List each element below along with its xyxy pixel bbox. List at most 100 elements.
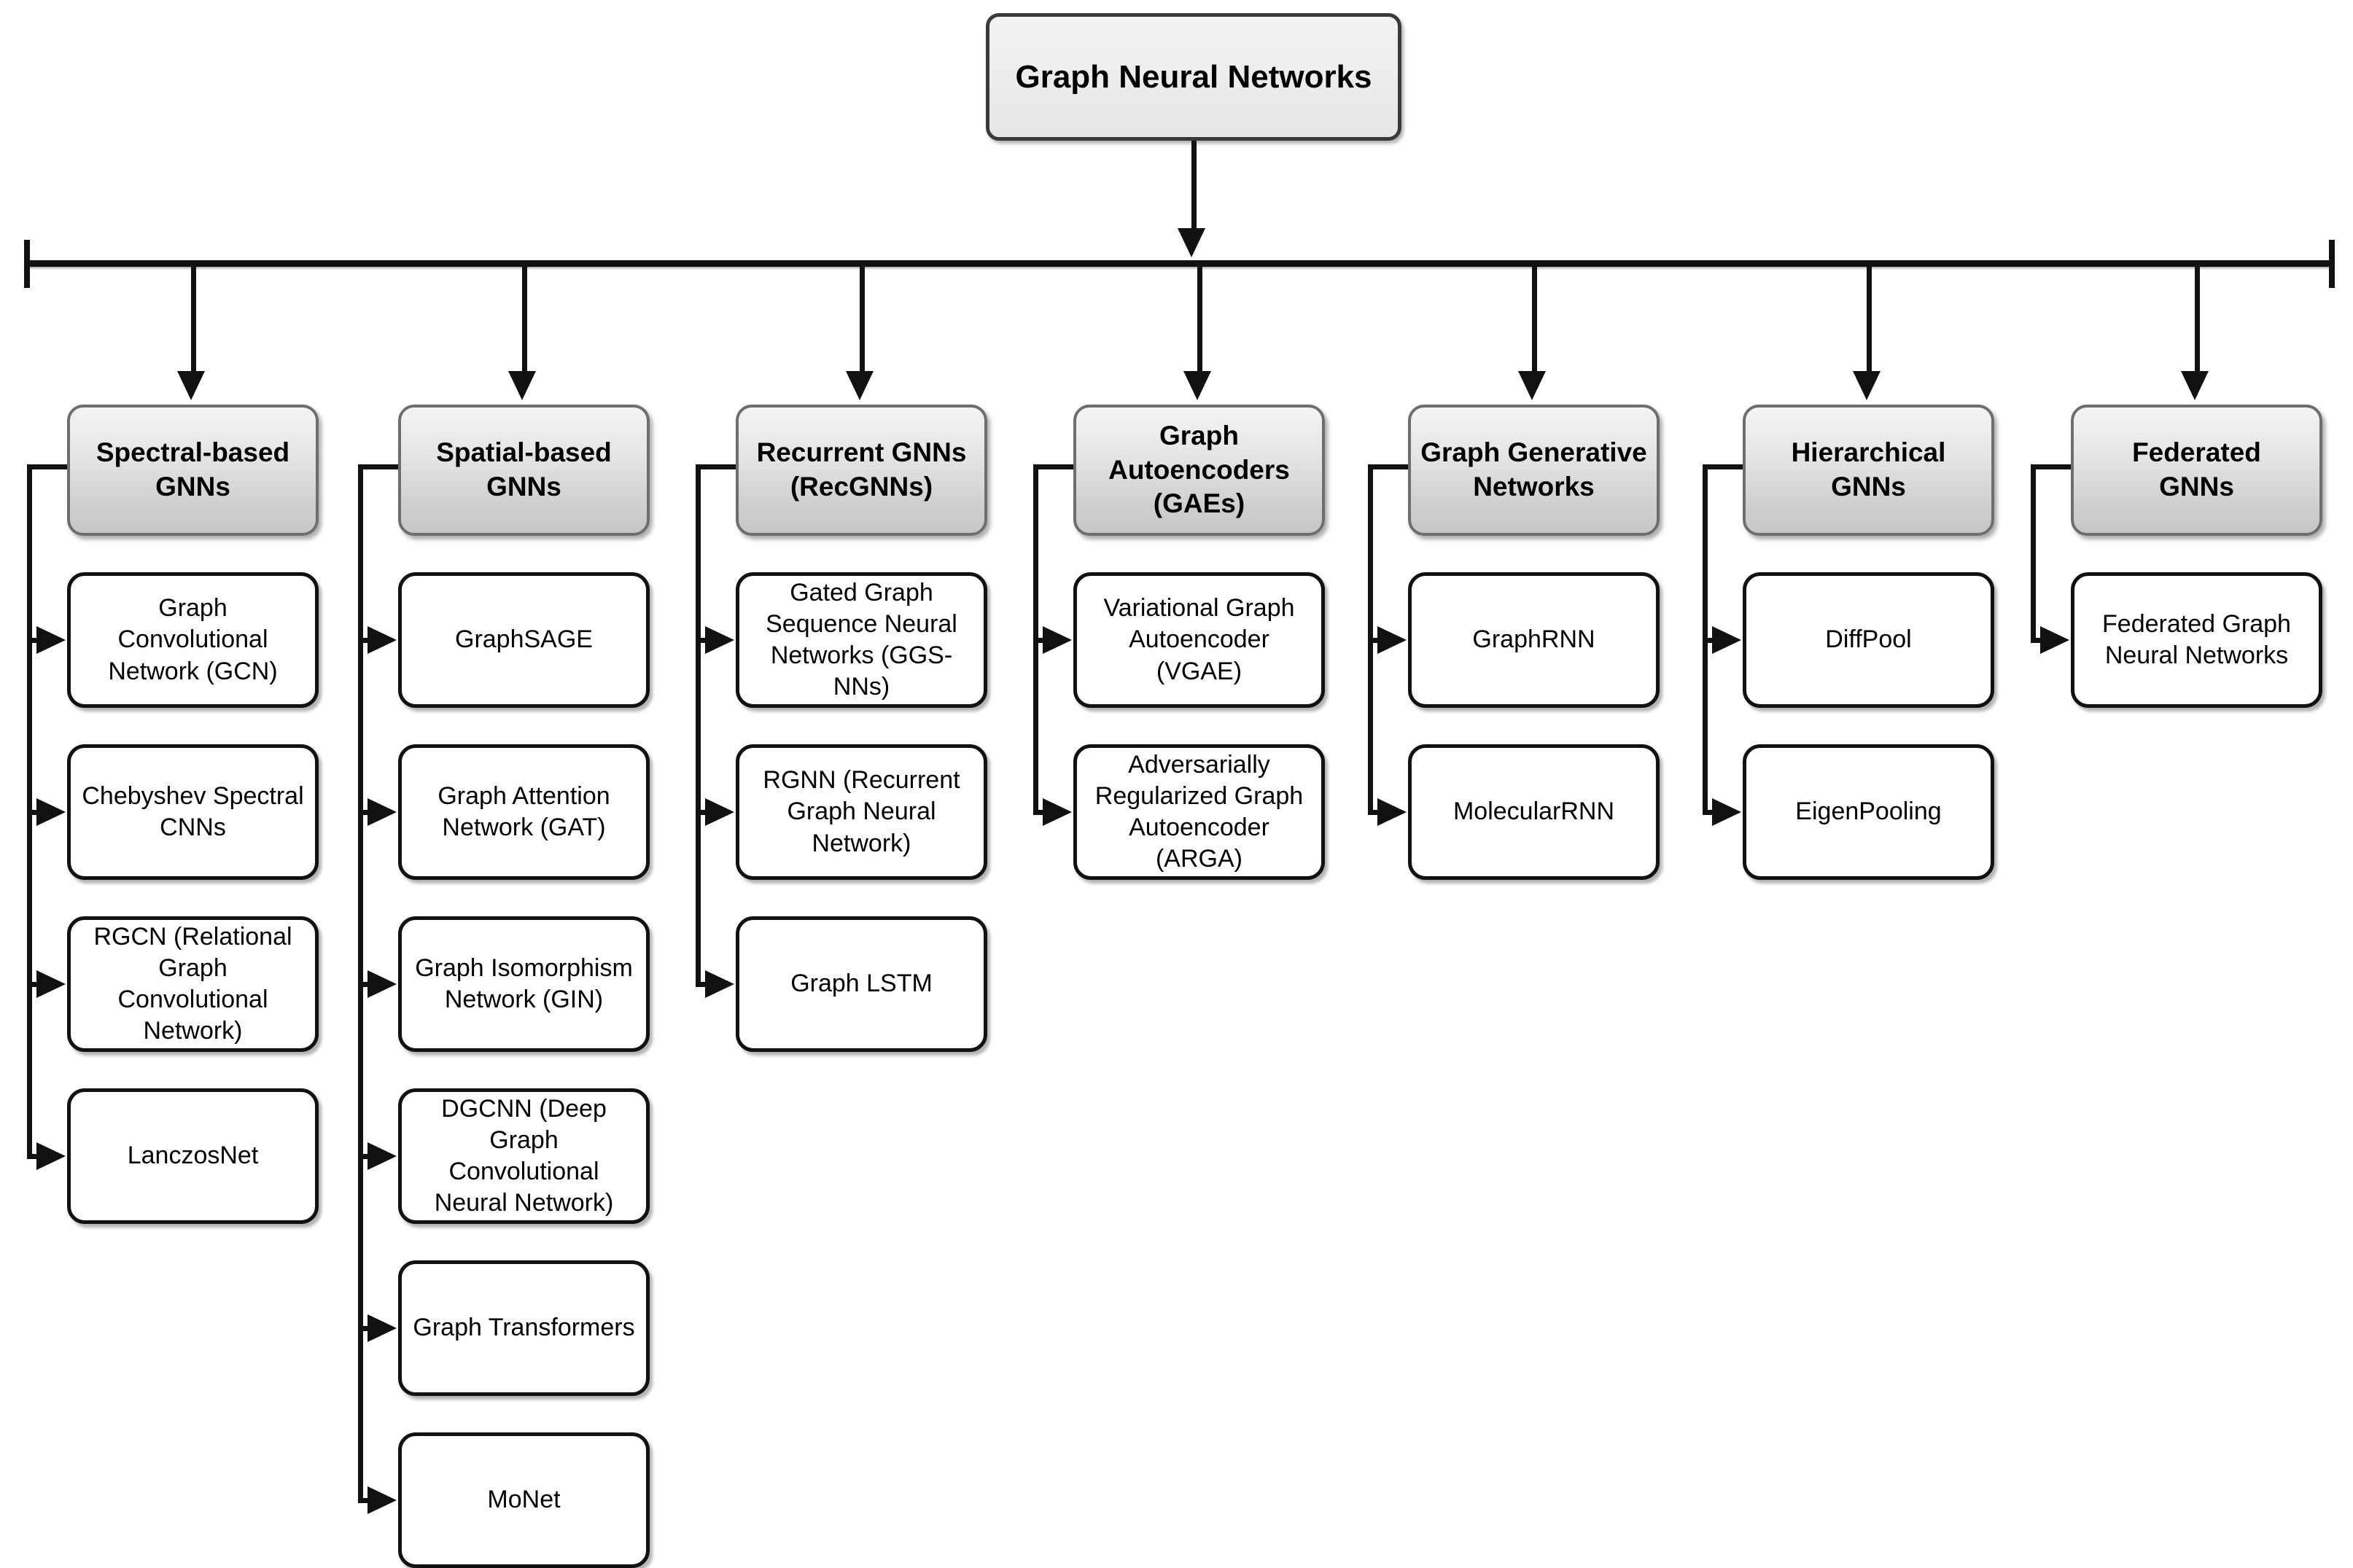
category-node-4-label: Graph Generative Networks (1420, 437, 1647, 502)
bus-to-category-connector-6 (2194, 260, 2200, 375)
category-to-leaf-connector-0-1 (27, 810, 39, 815)
leaf-node-0-3[interactable]: LanczosNet (67, 1088, 319, 1224)
category-spine-stub-5 (1703, 464, 1743, 469)
category-node-4[interactable]: Graph Generative Networks (1408, 405, 1660, 536)
leaf-node-2-0-label: Gated Graph Sequence Neural Networks (GG… (766, 578, 957, 701)
category-to-leaf-connector-6-0 (2031, 638, 2043, 643)
leaf-node-0-1[interactable]: Chebyshev Spectral CNNs (67, 744, 319, 880)
bus-to-category-arrowhead-6 (2180, 371, 2209, 400)
category-to-leaf-arrowhead-6-0 (2040, 626, 2069, 654)
leaf-node-1-4-label: Graph Transformers (413, 1314, 635, 1342)
category-to-leaf-connector-0-2 (27, 982, 39, 987)
leaf-node-0-0-label: Graph Convolutional Network (GCN) (108, 594, 278, 685)
category-bus-bar (24, 260, 2335, 267)
category-to-leaf-arrowhead-1-1 (367, 798, 397, 826)
category-node-2-label: Recurrent GNNs (RecGNNs) (756, 437, 967, 502)
category-to-leaf-arrowhead-1-2 (367, 970, 397, 998)
category-to-leaf-connector-3-1 (1033, 810, 1046, 815)
category-to-leaf-arrowhead-3-0 (1043, 626, 1072, 654)
category-node-0-label: Spectral-based GNNs (96, 437, 290, 502)
leaf-node-5-1[interactable]: EigenPooling (1743, 744, 1994, 880)
category-to-leaf-connector-1-3 (358, 1154, 370, 1159)
category-to-leaf-arrowhead-0-1 (36, 798, 66, 826)
category-to-leaf-connector-1-5 (358, 1498, 370, 1503)
leaf-node-4-0-label: GraphRNN (1472, 625, 1595, 654)
category-node-6-label: Federated GNNs (2132, 437, 2261, 502)
leaf-node-6-0-label: Federated Graph Neural Networks (2102, 609, 2291, 669)
leaf-node-5-1-label: EigenPooling (1795, 797, 1942, 826)
category-to-leaf-connector-0-3 (27, 1154, 39, 1159)
bus-to-category-connector-2 (859, 260, 865, 375)
category-to-leaf-arrowhead-0-2 (36, 970, 66, 998)
root-to-bus-connector (1191, 141, 1197, 231)
bus-to-category-connector-4 (1531, 260, 1537, 375)
category-to-leaf-arrowhead-1-5 (367, 1486, 397, 1514)
category-to-leaf-connector-5-1 (1703, 810, 1715, 815)
category-node-0[interactable]: Spectral-based GNNs (67, 405, 319, 536)
leaf-node-4-1-label: MolecularRNN (1452, 797, 1615, 826)
leaf-node-1-2-label: Graph Isomorphism Network (GIN) (415, 953, 633, 1013)
category-node-2[interactable]: Recurrent GNNs (RecGNNs) (736, 405, 987, 536)
leaf-node-1-2[interactable]: Graph Isomorphism Network (GIN) (398, 916, 650, 1052)
bus-to-category-connector-1 (521, 260, 527, 375)
leaf-node-0-0[interactable]: Graph Convolutional Network (GCN) (67, 572, 319, 708)
leaf-node-3-1[interactable]: Adversarially Regularized Graph Autoenco… (1073, 744, 1325, 880)
leaf-node-6-0[interactable]: Federated Graph Neural Networks (2071, 572, 2322, 708)
category-spine-stub-6 (2031, 464, 2071, 469)
bus-to-category-arrowhead-5 (1852, 371, 1881, 400)
root-node[interactable]: Graph Neural Networks (986, 13, 1401, 141)
category-to-leaf-connector-5-0 (1703, 638, 1715, 643)
leaf-node-1-3-label: DGCNN (Deep Graph Convolutional Neural N… (434, 1094, 614, 1217)
leaf-node-1-3[interactable]: DGCNN (Deep Graph Convolutional Neural N… (398, 1088, 650, 1224)
bus-to-category-connector-0 (190, 260, 196, 375)
category-node-3-label: Graph Autoencoders (GAEs) (1108, 420, 1290, 519)
category-node-5[interactable]: Hierarchical GNNs (1743, 405, 1994, 536)
category-to-leaf-arrowhead-0-3 (36, 1142, 66, 1170)
leaf-node-0-2[interactable]: RGCN (Relational Graph Convolutional Net… (67, 916, 319, 1052)
category-to-leaf-connector-3-0 (1033, 638, 1046, 643)
category-node-1-label: Spatial-based GNNs (436, 437, 612, 502)
category-spine-stub-0 (27, 464, 67, 469)
leaf-node-0-2-label: RGCN (Relational Graph Convolutional Net… (93, 922, 292, 1045)
category-node-6[interactable]: Federated GNNs (2071, 405, 2322, 536)
bus-to-category-connector-3 (1197, 260, 1202, 375)
category-to-leaf-arrowhead-3-1 (1043, 798, 1072, 826)
bus-to-category-arrowhead-4 (1517, 371, 1546, 400)
category-spine-stub-3 (1033, 464, 1073, 469)
category-spine-stub-2 (696, 464, 736, 469)
category-to-leaf-arrowhead-1-0 (367, 626, 397, 654)
category-to-leaf-arrowhead-4-0 (1377, 626, 1407, 654)
bus-to-category-arrowhead-0 (176, 371, 205, 400)
leaf-node-4-0[interactable]: GraphRNN (1408, 572, 1660, 708)
leaf-node-2-2[interactable]: Graph LSTM (736, 916, 987, 1052)
category-to-leaf-connector-4-0 (1368, 638, 1380, 643)
leaf-node-1-0[interactable]: GraphSAGE (398, 572, 650, 708)
category-spine-stub-1 (358, 464, 398, 469)
category-to-leaf-connector-1-4 (358, 1326, 370, 1331)
category-node-1[interactable]: Spatial-based GNNs (398, 405, 650, 536)
leaf-node-4-1[interactable]: MolecularRNN (1408, 744, 1660, 880)
category-to-leaf-connector-1-1 (358, 810, 370, 815)
category-spine-2 (696, 464, 701, 986)
category-to-leaf-arrowhead-0-0 (36, 626, 66, 654)
leaf-node-0-1-label: Chebyshev Spectral CNNs (82, 781, 304, 841)
category-to-leaf-connector-2-2 (696, 982, 708, 987)
category-to-leaf-arrowhead-2-0 (705, 626, 734, 654)
leaf-node-5-0[interactable]: DiffPool (1743, 572, 1994, 708)
category-spine-6 (2031, 464, 2036, 642)
bus-right-end-cap (2329, 240, 2335, 288)
leaf-node-1-0-label: GraphSAGE (455, 625, 593, 654)
leaf-node-2-0[interactable]: Gated Graph Sequence Neural Networks (GG… (736, 572, 987, 708)
category-node-3[interactable]: Graph Autoencoders (GAEs) (1073, 405, 1325, 536)
category-to-leaf-connector-1-2 (358, 982, 370, 987)
leaf-node-3-0[interactable]: Variational Graph Autoencoder (VGAE) (1073, 572, 1325, 708)
leaf-node-2-1[interactable]: RGNN (Recurrent Graph Neural Network) (736, 744, 987, 880)
leaf-node-1-5[interactable]: MoNet (398, 1432, 650, 1568)
leaf-node-1-4[interactable]: Graph Transformers (398, 1260, 650, 1396)
leaf-node-0-3-label: LanczosNet (127, 1142, 259, 1170)
category-to-leaf-connector-0-0 (27, 638, 39, 643)
leaf-node-1-1[interactable]: Graph Attention Network (GAT) (398, 744, 650, 880)
leaf-node-3-1-label: Adversarially Regularized Graph Autoenco… (1094, 750, 1304, 873)
leaf-node-2-1-label: RGNN (Recurrent Graph Neural Network) (763, 766, 960, 857)
leaf-node-1-1-label: Graph Attention Network (GAT) (437, 781, 610, 841)
